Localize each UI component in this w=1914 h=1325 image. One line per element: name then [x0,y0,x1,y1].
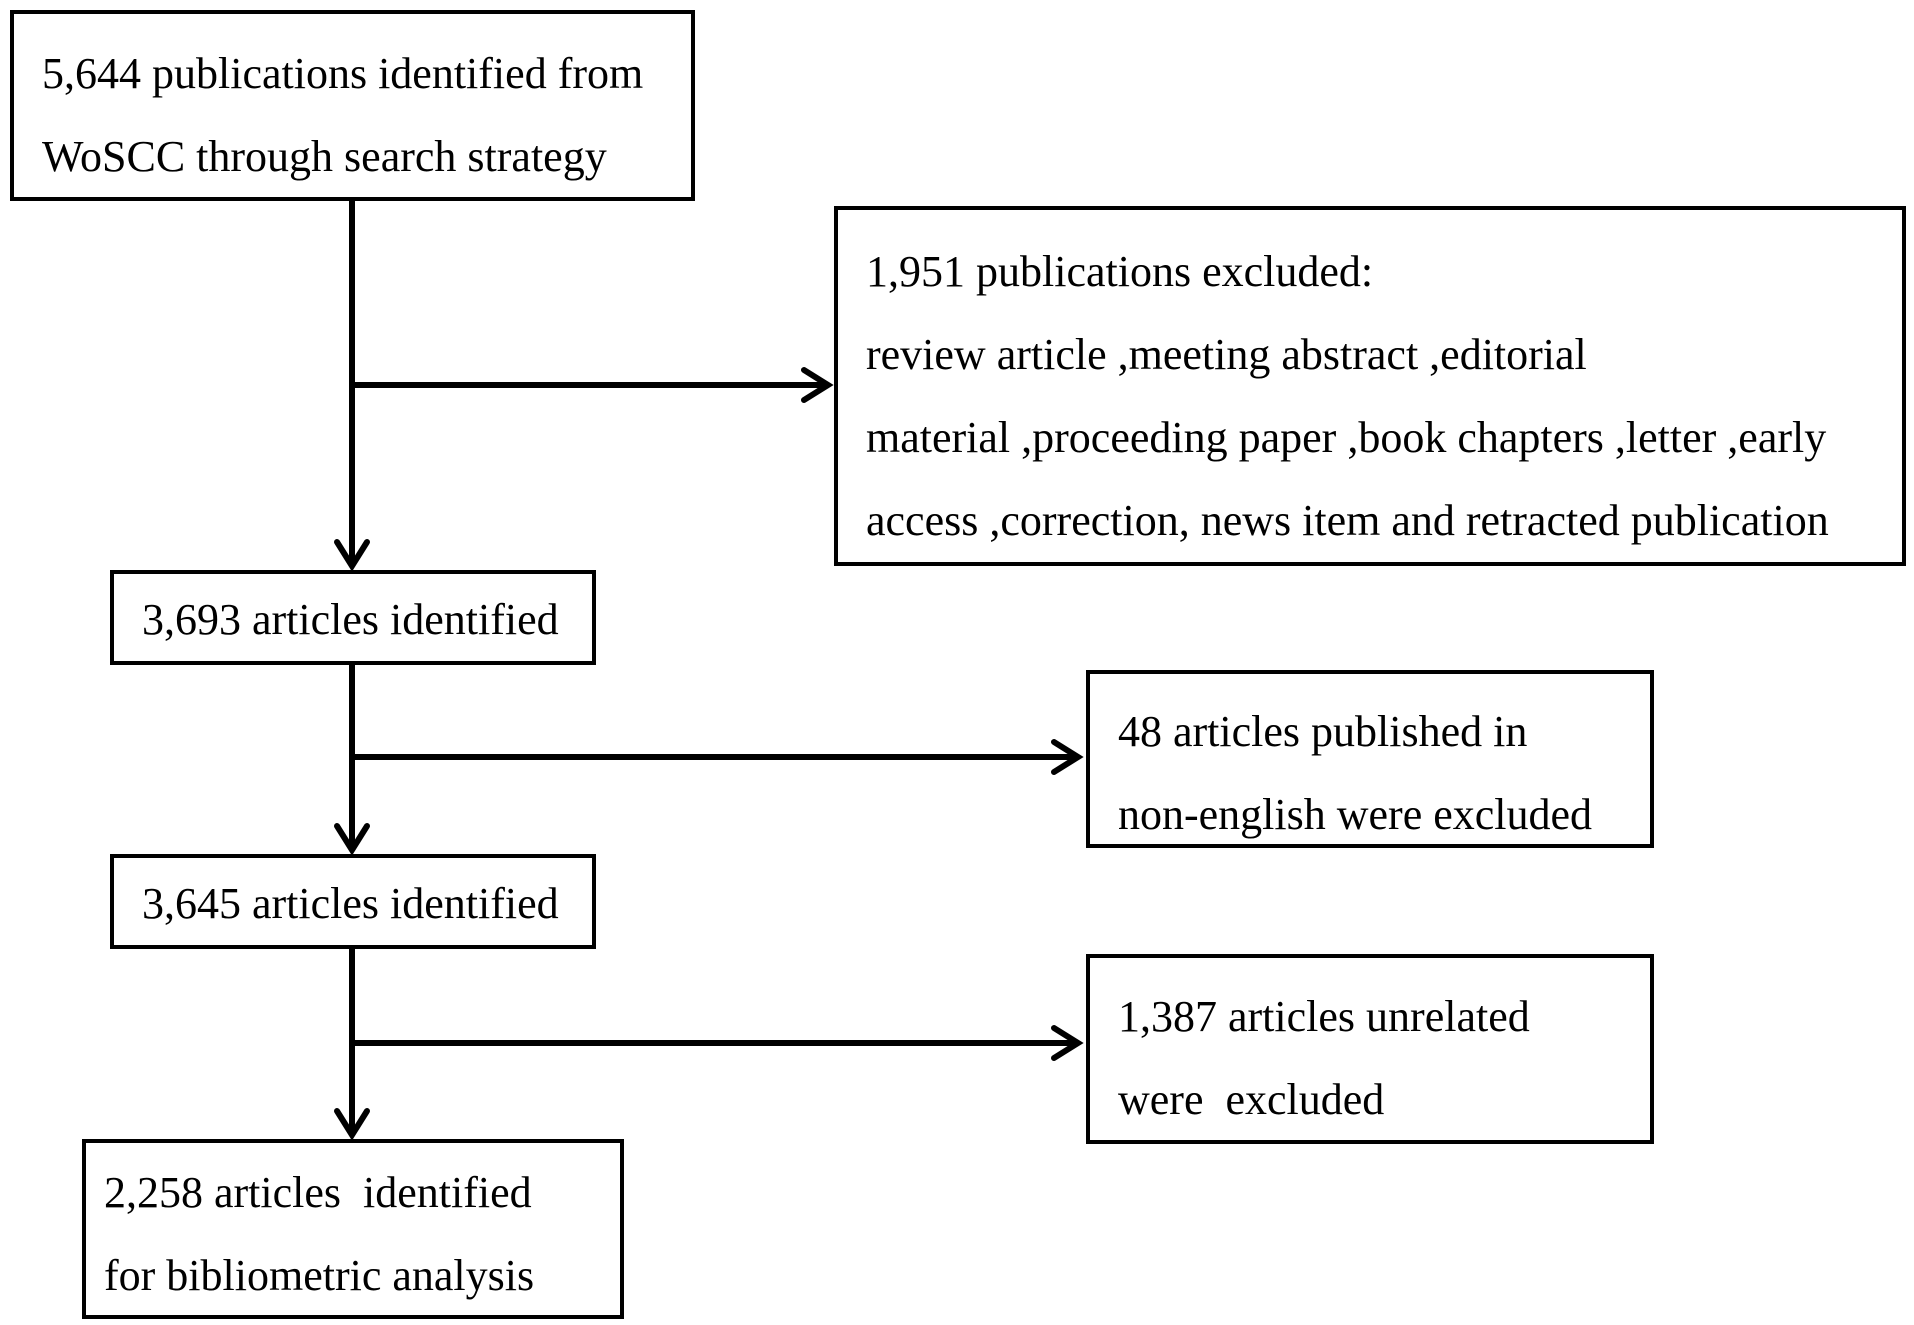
box-articles-3645: 3,645 articles identified [110,854,596,949]
box-text-line: were excluded [1118,1075,1385,1124]
arrowhead-right [801,367,834,403]
arrowhead-right [1051,1025,1084,1061]
box-text-line: review article ,meeting abstract ,editor… [866,330,1587,379]
arrowhead-down [334,1108,370,1141]
box-text-line: 48 articles published in [1118,707,1528,756]
box-text-line: material ,proceeding paper ,book chapter… [866,413,1827,462]
box-final-articles: 2,258 articles identified for bibliometr… [82,1139,624,1319]
box-articles-3693: 3,693 articles identified [110,570,596,665]
box-text-line: non-english were excluded [1118,790,1593,839]
box-text-line: access ,correction, news item and retrac… [866,496,1829,545]
arrowhead-down [334,823,370,856]
box-text-line: WoSCC through search strategy [42,132,607,181]
box-excluded-doc-types: 1,951 publications excluded: review arti… [834,206,1906,566]
box-text-line: 2,258 articles identified [104,1168,532,1217]
box-text-line: 3,693 articles identified [142,595,559,644]
box-text-line: for bibliometric analysis [104,1251,535,1300]
box-excluded-language: 48 articles published in non-english wer… [1086,670,1654,848]
box-text-line: 3,645 articles identified [142,879,559,928]
box-text-line: 1,387 articles unrelated [1118,992,1530,1041]
arrowhead-down [334,539,370,572]
box-text-line: 1,951 publications excluded: [866,247,1374,296]
box-excluded-unrelated: 1,387 articles unrelated were excluded [1086,954,1654,1144]
box-identified-woscc: 5,644 publications identified from WoSCC… [10,10,695,201]
box-text-line: 5,644 publications identified from [42,49,644,98]
arrowhead-right [1051,739,1084,775]
